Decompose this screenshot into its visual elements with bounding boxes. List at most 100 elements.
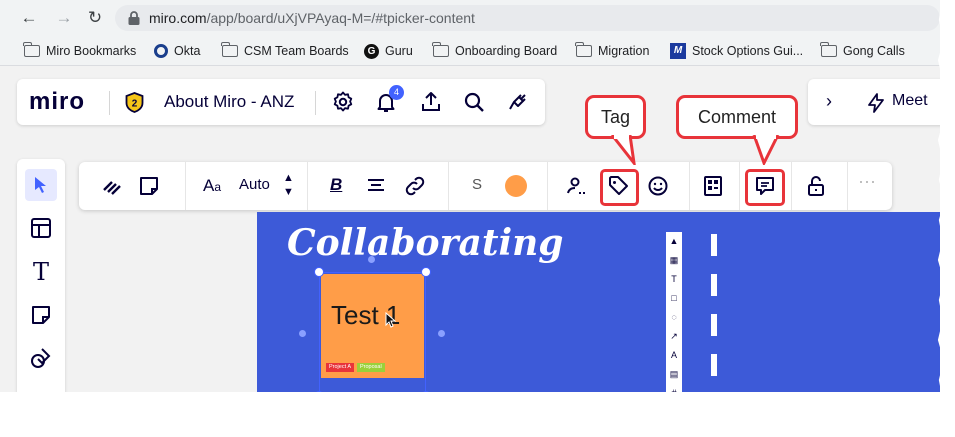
folder-icon [820,42,837,57]
shapes-tool[interactable] [25,342,57,374]
context-toolbar: Aa Auto ▲▼ B S ⋯ [79,162,892,210]
sticky-note-icon [32,306,50,324]
bookmarks-bar: Miro Bookmarks Okta CSM Team Boards G Gur… [0,36,940,66]
guru-icon: G [364,43,379,59]
sticky-note[interactable]: Test 1 Project A Proposal [321,274,424,378]
align-center-icon[interactable] [364,174,388,198]
tag-highlight-box [600,169,639,206]
sticky-color-swatch[interactable] [505,175,527,197]
divider [109,91,110,115]
emoji-reaction-icon[interactable] [646,174,670,198]
bookmark-okta[interactable]: Okta [154,43,200,59]
bookmark-migration[interactable]: Migration [575,42,650,59]
reload-icon[interactable]: ↻ [87,8,103,27]
sticky-note-tool[interactable] [25,299,57,331]
text-tool[interactable]: T [25,256,57,288]
select-tool[interactable] [25,169,57,201]
divider [847,162,848,210]
text-t-icon: T [32,258,49,286]
bookmark-gong-calls[interactable]: Gong Calls [820,42,905,59]
sticky-type-icon[interactable] [137,174,161,198]
address-bar[interactable]: miro.com/app/board/uXjVPAyaq-M=/#tpicker… [115,5,940,31]
tag-icon[interactable] [607,174,631,198]
comment-callout-pointer [752,135,780,165]
bold-icon[interactable]: B [330,175,343,194]
connector-dot[interactable] [438,330,445,337]
template-grid-icon [31,218,51,238]
bookmark-label: Migration [598,44,650,58]
lock-icon [128,11,140,25]
selection-box [319,272,426,396]
meet-button[interactable]: Meet [892,92,928,109]
settings-gear-icon[interactable] [331,90,355,114]
bookmark-onboarding-board[interactable]: Onboarding Board [432,42,557,59]
bookmark-miro-bookmarks[interactable]: Miro Bookmarks [23,42,137,59]
switch-type-icon[interactable] [100,174,124,198]
frame-title: Collaborating [287,222,564,264]
link-icon[interactable] [403,174,427,198]
back-icon[interactable]: ← [20,8,38,27]
cursor-arrow-icon [35,177,46,193]
more-options-icon[interactable]: ⋯ [858,172,876,192]
kanban-card-icon[interactable] [701,174,725,198]
font-size-value[interactable]: Auto [239,176,270,193]
upload-share-icon[interactable] [419,90,443,114]
miro-app: miro 2 About Miro - ANZ 4 › Meet T [0,67,940,408]
tag-callout-pointer [610,135,636,165]
bell-icon[interactable] [374,90,398,114]
font-icon[interactable]: Aa [203,176,222,195]
board-header: miro 2 About Miro - ANZ 4 [17,79,545,125]
plug-integrations-icon[interactable] [506,90,530,114]
bookmark-label: Miro Bookmarks [46,44,137,58]
connector-dot[interactable] [368,256,375,263]
lightning-icon [868,93,884,113]
tag-callout: Tag [585,95,646,139]
resize-handle[interactable] [314,267,324,277]
divider [315,91,316,115]
folder-icon [23,42,40,57]
divider [448,162,449,210]
divider [739,162,740,210]
assign-user-icon[interactable] [565,174,589,198]
font-size-stepper-icon[interactable]: ▲▼ [283,172,294,198]
shapes-icon: ◌ [671,312,677,322]
board-frame[interactable]: Collaborating Test 1 Project A Proposal … [257,212,940,408]
bookmark-label: Stock Options Gui... [692,44,804,58]
mouse-cursor-icon [385,312,397,328]
tools-sidebar: T [17,159,65,408]
board-name[interactable]: About Miro - ANZ [164,92,295,111]
search-icon[interactable] [462,90,486,114]
bookmark-guru[interactable]: G Guru [364,43,413,59]
line-icon: ↗ [670,331,678,341]
unlock-icon[interactable] [804,174,828,198]
comment-callout-label: Comment [697,107,777,127]
comment-callout: Comment [676,95,798,139]
torn-edge-right [937,0,955,437]
connector-dot[interactable] [299,330,306,337]
dashed-line-segment [711,274,717,296]
plan-badge-icon[interactable]: 2 [125,92,144,113]
bookmark-csm-team-boards[interactable]: CSM Team Boards [221,42,349,59]
template-grid-icon: ▦ [669,255,679,265]
url-path: /app/board/uXjVPAyaq-M=/#tpicker-content [206,10,475,26]
collaboration-bar: › Meet [808,79,940,125]
forward-icon[interactable]: → [55,8,73,27]
tag-callout-label: Tag [600,107,631,127]
plan-badge-number: 2 [132,99,138,110]
bookmark-label: Okta [174,44,201,58]
pen-icon: A [670,350,677,360]
shape-size-label[interactable]: S [472,176,483,193]
templates-tool[interactable] [25,212,57,244]
chevron-right-icon[interactable]: › [826,91,832,111]
comment-icon[interactable] [753,174,777,198]
okta-icon [154,44,168,58]
resize-handle[interactable] [421,267,431,277]
browser-toolbar: ← → ↻ miro.com/app/board/uXjVPAyaq-M=/#t… [0,0,940,36]
bookmark-stock-options[interactable]: M Stock Options Gui... [670,43,803,59]
bookmark-label: Guru [385,44,413,58]
tag-chip: Project A [326,363,355,372]
miro-logo[interactable]: miro [29,88,86,115]
folder-icon [575,42,592,57]
url-host: miro.com [149,10,207,26]
stock-icon: M [670,43,686,59]
